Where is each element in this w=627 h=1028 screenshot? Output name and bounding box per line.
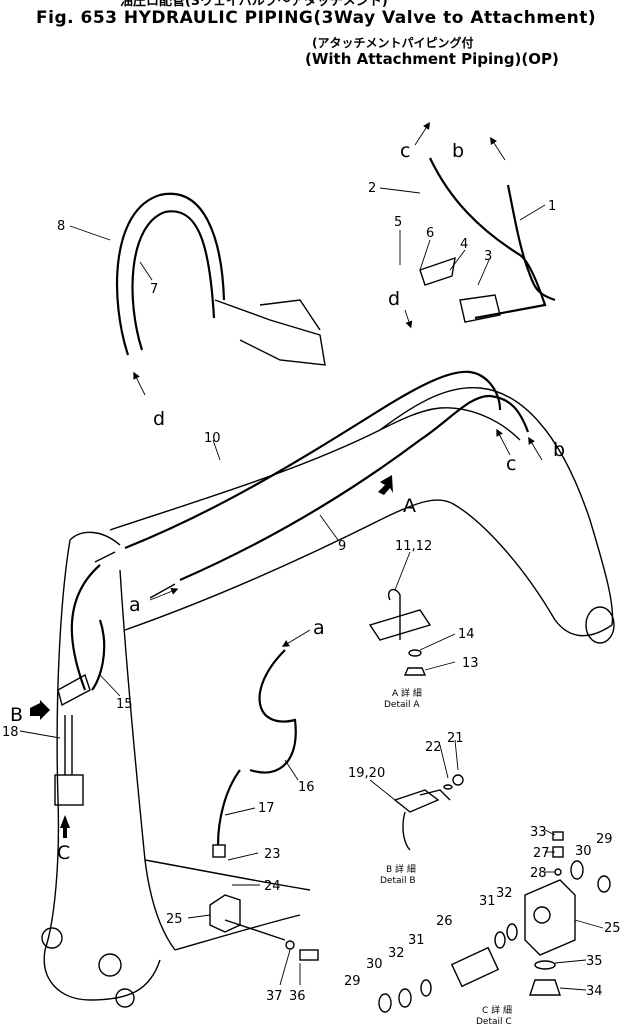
english-subtitle: (With Attachment Piping)(OP)	[305, 50, 559, 68]
leader-lines	[19, 187, 604, 991]
callout-23: 23	[264, 847, 281, 862]
detail-b-jp: B 詳 細	[386, 863, 416, 875]
detail-c	[378, 831, 611, 1013]
callout-31-upper: 31	[479, 894, 496, 909]
detail-c-jp: C 詳 細	[482, 1004, 512, 1016]
header: 油圧ロ配管(3ウェイバルブ～アタッチメント) Fig. 653 HYDRAULI…	[0, 0, 627, 80]
direction-arrows	[30, 121, 543, 838]
callout-25-left: 25	[166, 912, 183, 927]
cut-off-title: 油圧ロ配管(3ウェイバルブ～アタッチメント)	[120, 0, 388, 9]
callout-22: 22	[425, 740, 442, 755]
detail-c-en: Detail C	[476, 1017, 512, 1027]
letter-C: C	[57, 842, 70, 864]
callout-29-right: 29	[596, 832, 613, 847]
detail-a	[368, 588, 432, 676]
hose-loop	[115, 192, 326, 366]
callout-11-12: 11,12	[395, 539, 432, 554]
lower-hoses	[70, 564, 297, 858]
letter-c-top: c	[400, 140, 410, 162]
detail-a-en: Detail A	[384, 700, 420, 710]
callout-16: 16	[298, 780, 315, 795]
callout-33: 33	[530, 825, 547, 840]
arm-drawing	[41, 531, 311, 1008]
callout-19-20: 19,20	[348, 766, 385, 781]
callout-36: 36	[289, 989, 306, 1004]
boom-pipes	[94, 370, 530, 599]
callout-13: 13	[462, 656, 479, 671]
callout-25-right: 25	[604, 921, 621, 936]
callout-6: 6	[426, 226, 434, 241]
letter-a-left: a	[129, 594, 141, 616]
callout-31-lower: 31	[408, 933, 425, 948]
callout-18: 18	[2, 725, 19, 740]
letter-a-hose: a	[313, 617, 325, 639]
detail-b-en: Detail B	[380, 876, 416, 886]
figure-title: Fig. 653 HYDRAULIC PIPING(3Way Valve to …	[36, 8, 597, 28]
boom-drawing	[109, 386, 615, 644]
callout-14: 14	[458, 627, 475, 642]
arrow-b-icon	[30, 700, 50, 720]
callout-8: 8	[57, 219, 65, 234]
letter-B: B	[10, 704, 23, 726]
arrow-a-icon	[378, 475, 393, 495]
callout-35: 35	[586, 954, 603, 969]
callout-17: 17	[258, 801, 275, 816]
callout-4: 4	[460, 237, 468, 252]
callout-15: 15	[116, 697, 133, 712]
letter-d-top: d	[388, 288, 400, 310]
callout-5: 5	[394, 215, 402, 230]
callout-29-left: 29	[344, 974, 361, 989]
callout-26: 26	[436, 914, 453, 929]
upper-right-pipes	[419, 157, 556, 323]
callout-3: 3	[484, 249, 492, 264]
japanese-subtitle: (アタッチメントパイピング付	[312, 36, 474, 50]
letter-A: A	[403, 495, 416, 517]
callout-32-lower: 32	[388, 946, 405, 961]
callout-24: 24	[264, 879, 281, 894]
detail-captions: A 詳 細 Detail A B 詳 細 Detail B C 詳 細 Deta…	[380, 687, 512, 1027]
callout-28: 28	[530, 866, 547, 881]
detail-a-jp: A 詳 細	[392, 687, 422, 699]
callout-21: 21	[447, 731, 464, 746]
callout-30-right: 30	[575, 844, 592, 859]
callout-7: 7	[150, 282, 158, 297]
callout-9: 9	[338, 539, 346, 554]
callout-10: 10	[204, 431, 221, 446]
callout-37: 37	[266, 989, 283, 1004]
letter-d-left: d	[153, 408, 165, 430]
letter-c-boom: c	[506, 453, 516, 475]
callout-32-upper: 32	[496, 886, 513, 901]
letter-b-top: b	[452, 140, 464, 162]
detail-b	[393, 774, 464, 851]
callout-2: 2	[368, 181, 376, 196]
letter-b-boom: b	[553, 439, 565, 461]
callout-numbers: 1 2 3 4 5 6 7 8 9 10 11,12 13 14 15 16 1…	[2, 181, 621, 1004]
callout-30-left: 30	[366, 957, 383, 972]
callout-27: 27	[533, 846, 550, 861]
callout-1: 1	[548, 199, 556, 214]
valve-block-left	[209, 894, 319, 961]
arrow-c-icon	[60, 815, 70, 838]
callout-34: 34	[586, 984, 603, 999]
letter-labels: c b d d c b A a a B C	[10, 140, 565, 864]
block-18	[54, 673, 91, 806]
